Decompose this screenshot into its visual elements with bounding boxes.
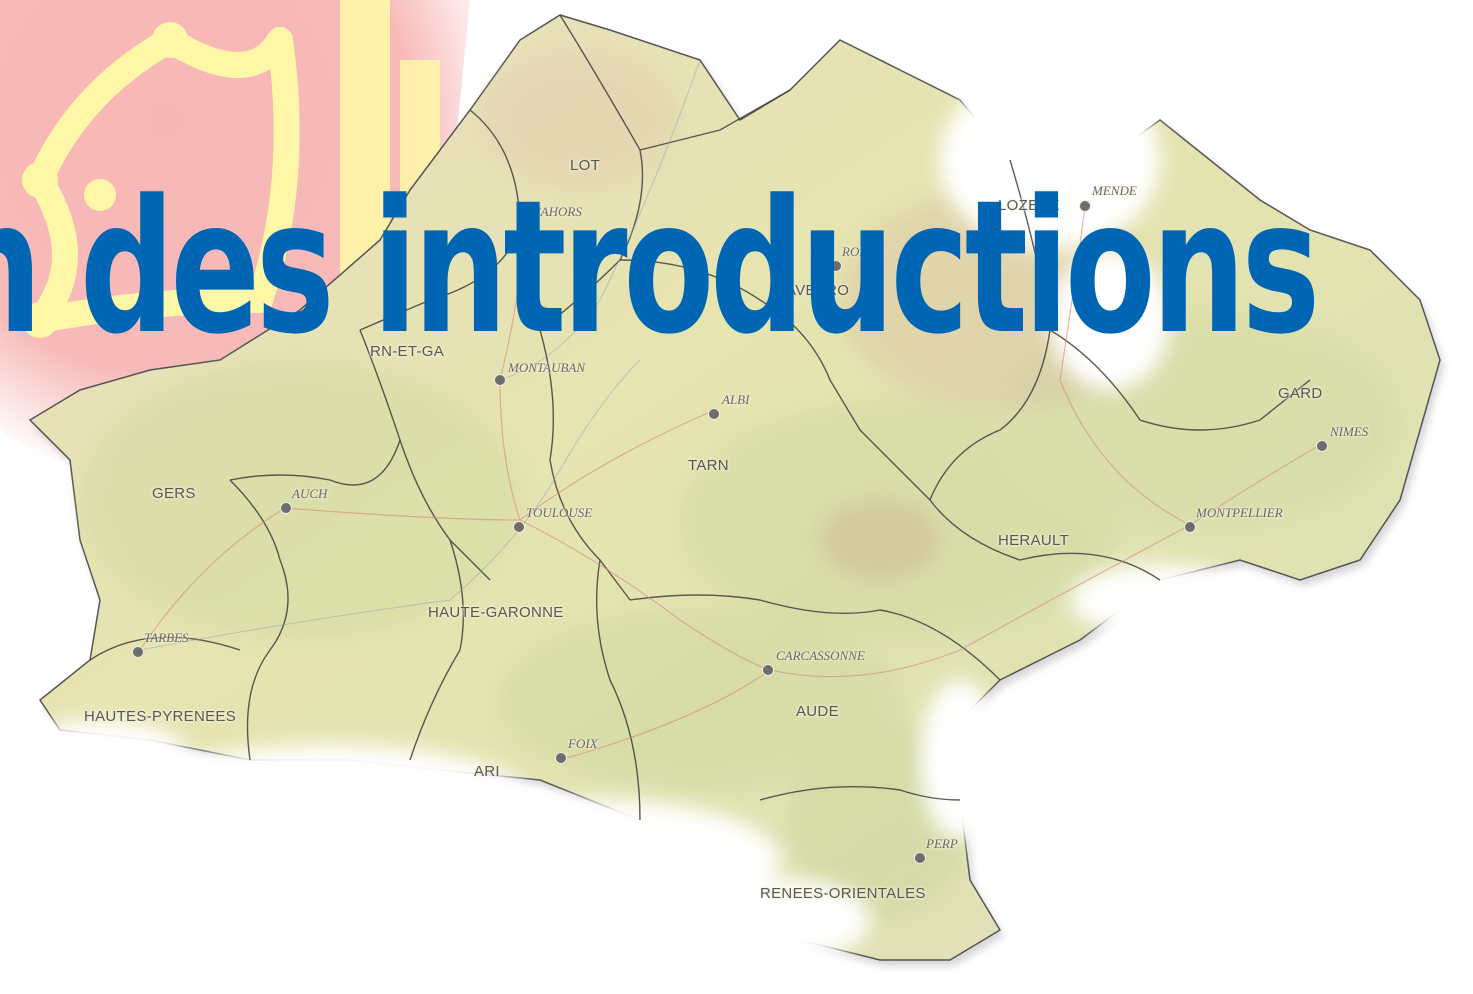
dept-label-hautes-pyrenees: HAUTES-PYRENEES — [84, 708, 237, 725]
dept-label-lot: LOT — [570, 157, 601, 174]
city-marker-nimes — [1316, 440, 1328, 452]
headline-title: n des introductions — [0, 161, 1320, 375]
city-label-albi: ALBI — [722, 392, 750, 407]
occitan-flag — [0, 0, 470, 485]
city-marker-mende — [1079, 200, 1091, 212]
city-label-nimes: NIMES — [1330, 424, 1369, 439]
city-marker-tarbes — [132, 646, 144, 658]
city-label-foix: FOIX — [568, 736, 598, 751]
dept-label-tarn-et-garonne: RN-ET-GA — [370, 343, 445, 360]
city-label-carcassonne: CARCASSONNE — [776, 648, 865, 663]
city-marker-cahors — [519, 220, 531, 232]
dept-label-aude: AUDE — [796, 703, 839, 720]
city-marker-albi — [708, 408, 720, 420]
city-marker-perpignan — [914, 852, 926, 864]
dept-label-gard: GARD — [1278, 385, 1323, 402]
dept-label-gers: GERS — [152, 485, 196, 502]
city-label-auch: AUCH — [292, 486, 328, 501]
dept-label-haute-garonne: HAUTE-GARONNE — [428, 604, 564, 621]
city-marker-montpellier — [1184, 521, 1196, 533]
city-label-perpignan: PERP — [926, 836, 958, 851]
city-marker-rodez — [830, 260, 842, 272]
dept-label-pyrenees-orientales: RENEES-ORIENTALES — [760, 885, 926, 902]
city-marker-toulouse — [513, 521, 525, 533]
city-label-montauban: MONTAUBAN — [508, 360, 586, 375]
city-label-tarbes: TARBES — [144, 630, 189, 645]
city-label-cahors: CAHORS — [532, 204, 582, 219]
dept-label-ariege: ARI — [474, 763, 500, 780]
city-label-mende: MENDE — [1092, 183, 1137, 198]
city-marker-carcassonne — [762, 664, 774, 676]
dept-label-tarn: TARN — [688, 457, 729, 474]
city-label-rodez: RODEZ — [842, 244, 884, 259]
dept-label-aveyron: AVEYRO — [786, 282, 850, 299]
dept-label-herault: HERAULT — [998, 532, 1069, 549]
city-label-montpellier: MONTPELLIER — [1196, 505, 1283, 520]
city-label-toulouse: TOULOUSE — [526, 505, 593, 520]
dept-label-lozere: LOZERE — [998, 197, 1060, 214]
city-marker-auch — [280, 502, 292, 514]
city-marker-foix — [555, 752, 567, 764]
city-marker-montauban — [494, 374, 506, 386]
